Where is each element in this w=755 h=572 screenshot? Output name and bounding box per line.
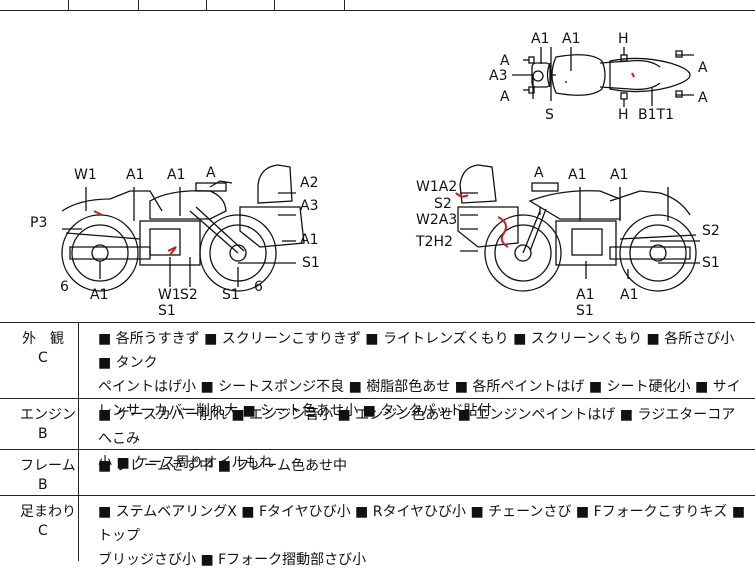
category-grade: C	[38, 350, 48, 366]
diagram-label: A	[698, 90, 708, 106]
notes-line: ■ 各所うすきず ■ スクリーンこすりきず ■ ライトレンズくもり ■ スクリー…	[98, 331, 735, 371]
table-header-strip	[0, 0, 755, 11]
condition-notes: ■ 各所うすきず ■ スクリーンこすりきず ■ ライトレンズくもり ■ スクリー…	[98, 327, 748, 423]
table-row: 足まわり C ■ ステムベアリングX ■ Fタイヤひび小 ■ Rタイヤひび小 ■…	[0, 495, 755, 568]
category-grade: B	[38, 426, 48, 442]
category-name: フレーム	[20, 458, 76, 474]
diagram-label: A1	[300, 232, 318, 248]
category-grade: B	[38, 477, 48, 493]
diagram-label: W2A3	[416, 212, 457, 228]
diagram-label: A1	[126, 167, 144, 183]
column-divider	[78, 322, 79, 561]
diagram-label: W1	[158, 287, 181, 303]
notes-line: ■ フレームきず中 ■ フレーム色あせ中	[98, 458, 347, 474]
diagram-label: A3	[300, 198, 318, 214]
diagram-label: A3	[489, 68, 507, 84]
diagram-label: A1	[562, 31, 580, 47]
notes-line: ■ ケースカバー削れ ■ エンジン音小 ■ エンジン色あせ ■ エンジンペイント…	[98, 407, 736, 447]
diagram-label: A	[534, 165, 544, 181]
diagram-label: P3	[30, 215, 47, 231]
diagram-label: A1	[568, 167, 586, 183]
notes-line: レンサーカバー削れ大 ■ シート色あせ小 ■ タンクパッド貼付	[98, 403, 492, 419]
diagram-label: B1T1	[638, 107, 674, 123]
category-name: 外 観	[22, 331, 64, 347]
diagram-label: A	[500, 53, 510, 69]
diagram-label: A1	[620, 287, 638, 303]
diagram-label: S2	[434, 196, 452, 212]
right-view-drawing	[457, 164, 700, 292]
diagram-label: S	[545, 107, 554, 123]
diagram-label: A	[500, 89, 510, 105]
condition-notes: ■ ステムベアリングX ■ Fタイヤひび小 ■ Rタイヤひび小 ■ チェーンさび…	[98, 500, 748, 572]
top-view-drawing	[512, 47, 694, 107]
right-view-labels: A A1 A1 W1A2 S2 W2A3 T2H2 S2 S1 A1 S1 A1	[415, 165, 720, 319]
damage-mark	[631, 72, 635, 78]
diagram-label: S1	[222, 287, 240, 303]
diagram-label: A2	[300, 175, 318, 191]
diagram-label: A	[698, 60, 708, 76]
category-name: エンジン	[20, 407, 76, 423]
motorcycle-damage-diagram: A1 A1 H A A3 A A S H B1T1 A W1 A1 A1 A A…	[0, 11, 755, 323]
notes-line: ■ ステムベアリングX ■ Fタイヤひび小 ■ Rタイヤひび小 ■ チェーンさび…	[98, 504, 746, 544]
condition-notes: ■ フレームきず中 ■ フレーム色あせ中	[98, 454, 748, 478]
table-row: エンジン B ■ ケースカバー削れ ■ エンジン音小 ■ エンジン色あせ ■ エ…	[0, 398, 755, 471]
damage-mark	[455, 192, 469, 198]
table-row: 外 観 C ■ 各所うすきず ■ スクリーンこすりきず ■ ライトレンズくもり …	[0, 322, 755, 419]
diagram-label: A1	[610, 167, 628, 183]
header-cell	[138, 0, 207, 10]
diagram-svg: A1 A1 H A A3 A A S H B1T1 A W1 A1 A1 A A…	[30, 31, 720, 319]
diagram-label: A1	[576, 287, 594, 303]
category-grade: C	[38, 523, 48, 539]
notes-line: ブリッジさび小 ■ Fフォーク摺動部さび小	[98, 552, 367, 568]
condition-notes: ■ ケースカバー削れ ■ エンジン音小 ■ エンジン色あせ ■ エンジンペイント…	[98, 403, 748, 475]
diagram-label: S1	[302, 255, 320, 271]
damage-mark	[93, 210, 103, 216]
diagram-label: A	[206, 165, 216, 181]
notes-line: ペイントはげ小 ■ シートスポンジ不良 ■ 樹脂部色あせ ■ 各所ペイントはげ …	[98, 379, 741, 395]
diagram-label: H	[618, 31, 629, 47]
diagram-label: 6	[60, 279, 69, 295]
damage-marks	[93, 72, 635, 256]
top-view-labels: A1 A1 H A A3 A A S H B1T1 A	[489, 31, 708, 123]
diagram-label: S2	[702, 223, 720, 239]
diagram-label: A1	[90, 287, 108, 303]
left-view-drawing	[61, 164, 305, 292]
diagram-label: A1	[167, 167, 185, 183]
header-cell	[0, 0, 69, 10]
header-cell	[274, 0, 345, 10]
diagram-label: 6	[254, 279, 263, 295]
diagram-label: H	[618, 107, 629, 123]
header-cell	[206, 0, 275, 10]
diagram-label: S1	[702, 255, 720, 271]
table-row: フレーム B ■ フレームきず中 ■ フレーム色あせ中	[0, 449, 755, 496]
diagram-label: W1A2	[416, 179, 457, 195]
left-view-labels: W1 A1 A1 A A2 A3 P3 A1 6 A1 W1 S1 S2 S1 …	[30, 165, 320, 319]
header-cell	[68, 0, 139, 10]
notes-line: 小 ■ ケース周りオイルもれ	[98, 455, 274, 471]
category-name: 足まわり	[20, 504, 76, 520]
diagram-label: T2H2	[415, 234, 453, 250]
diagram-label: S1	[158, 303, 176, 319]
diagram-label: S1	[576, 303, 594, 319]
diagram-label: W1	[74, 167, 97, 183]
damage-mark	[497, 216, 509, 248]
diagram-label: A1	[531, 31, 549, 47]
damage-mark	[167, 246, 177, 256]
diagram-label: S2	[180, 287, 198, 303]
